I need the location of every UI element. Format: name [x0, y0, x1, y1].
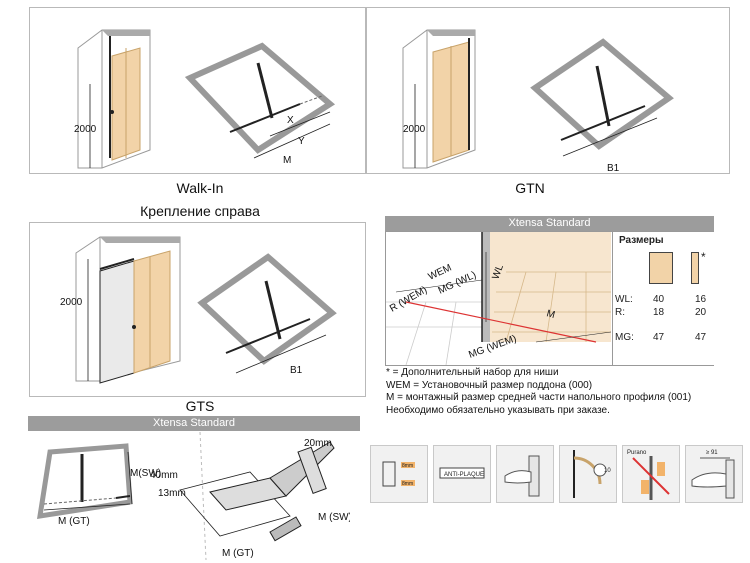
xtensa-notes: * = Дополнительный набор для ниши WEM = …: [386, 367, 726, 417]
size-row-r-a: 18: [653, 307, 665, 318]
gts-height-label: 2000: [60, 297, 83, 308]
gtn-drawing: 2000 B1: [402, 29, 674, 174]
note-line-1: * = Дополнительный набор для ниши: [386, 367, 559, 378]
size-row-wl-label: WL:: [615, 294, 633, 305]
r-wem-label: R (WEM): [388, 285, 429, 315]
xtensa-header-right: Xtensa Standard: [385, 216, 714, 231]
walkin-caption: Walk-In: [176, 180, 224, 196]
m-label: M: [545, 308, 556, 321]
size-table-star: *: [701, 250, 706, 264]
walkin-subcaption: Крепление справа: [140, 203, 260, 219]
anti-plaque-label: ANTI-PLAQUE: [444, 472, 484, 478]
xtensa-detail-drawing: M(SW) M (GT) 40mm 13mm 20mm M (SW) M (GT…: [37, 432, 350, 561]
wl-label: WL: [490, 263, 506, 281]
size-row-mg-b: 47: [695, 332, 707, 343]
gts-drawing: 2000 B1: [60, 236, 337, 384]
note-line-3: M = монтажный размер средней части напол…: [386, 392, 692, 403]
m-sw-right-label: M (SW): [318, 512, 350, 523]
walkin-y-label: Y: [298, 136, 305, 147]
mounting-icon: 8mm 8mm: [370, 445, 428, 503]
angle-icon: ≥ 91: [685, 445, 743, 503]
note-line-4: Необходимо обязательно указывать при зак…: [386, 404, 610, 416]
size-row-mg-a: 47: [653, 332, 665, 343]
m-sw-left-label: M(SW): [130, 468, 161, 479]
wem-label: WEM: [427, 262, 454, 282]
walkin-height-label: 2000: [74, 124, 97, 135]
size-row-r-b: 20: [695, 307, 707, 318]
xtensa-header-left: Xtensa Standard: [28, 416, 360, 431]
profile-thick-icon: [649, 252, 673, 284]
size-row-wl-b: 16: [695, 294, 707, 305]
profile-thin-icon: [691, 252, 699, 284]
d40-label: 40mm: [150, 470, 178, 481]
size-row-r-label: R:: [615, 307, 625, 318]
xtensa-panel: R (WEM) WEM MG (WL) WL M MG (WEM) Размер…: [385, 231, 716, 366]
gts-panel: 2000 B1: [29, 222, 366, 397]
mounting-label-2: 8mm: [402, 481, 413, 487]
size-row-mg-label: MG:: [615, 332, 634, 343]
gtn-b1-label: B1: [607, 163, 620, 174]
anti-plaque-icon: ANTI-PLAQUE: [433, 445, 491, 503]
door-swing-label: 10: [604, 468, 611, 474]
angle-label: ≥ 91: [706, 450, 718, 456]
note-line-2: WEM = Установочный размер поддона (000): [386, 379, 593, 391]
gtn-height-label: 2000: [403, 124, 426, 135]
size-table-title: Размеры: [619, 235, 664, 246]
floor-plan-drawing: R (WEM) WEM MG (WL) WL M MG (WEM): [386, 232, 611, 365]
m-gt-left-label: M (GT): [58, 516, 90, 527]
mounting-label-1: 8mm: [402, 463, 413, 469]
d13-label: 13mm: [158, 488, 186, 499]
m-gt-right-label: M (GT): [222, 548, 254, 559]
gts-caption: GTS: [185, 398, 215, 414]
walkin-panel: 2000 X Y M: [29, 7, 366, 174]
size-row-wl-a: 40: [653, 294, 665, 305]
door-swing-icon: 10: [559, 445, 617, 503]
d20-label: 20mm: [304, 438, 332, 449]
hand-glass-icon: [496, 445, 554, 503]
gts-b1-label: B1: [290, 365, 303, 376]
size-table: Размеры * WL: 40 16 R: 18 20 MG: 47 47: [612, 232, 716, 365]
gtn-panel: 2000 B1: [366, 7, 730, 174]
purano-icon: Purano: [622, 445, 680, 503]
walkin-drawing: 2000 X Y M: [74, 29, 336, 169]
purano-label: Purano: [627, 450, 647, 456]
walkin-m-label: M: [283, 155, 291, 166]
walkin-x-label: X: [287, 115, 294, 126]
gtn-caption: GTN: [515, 180, 545, 196]
